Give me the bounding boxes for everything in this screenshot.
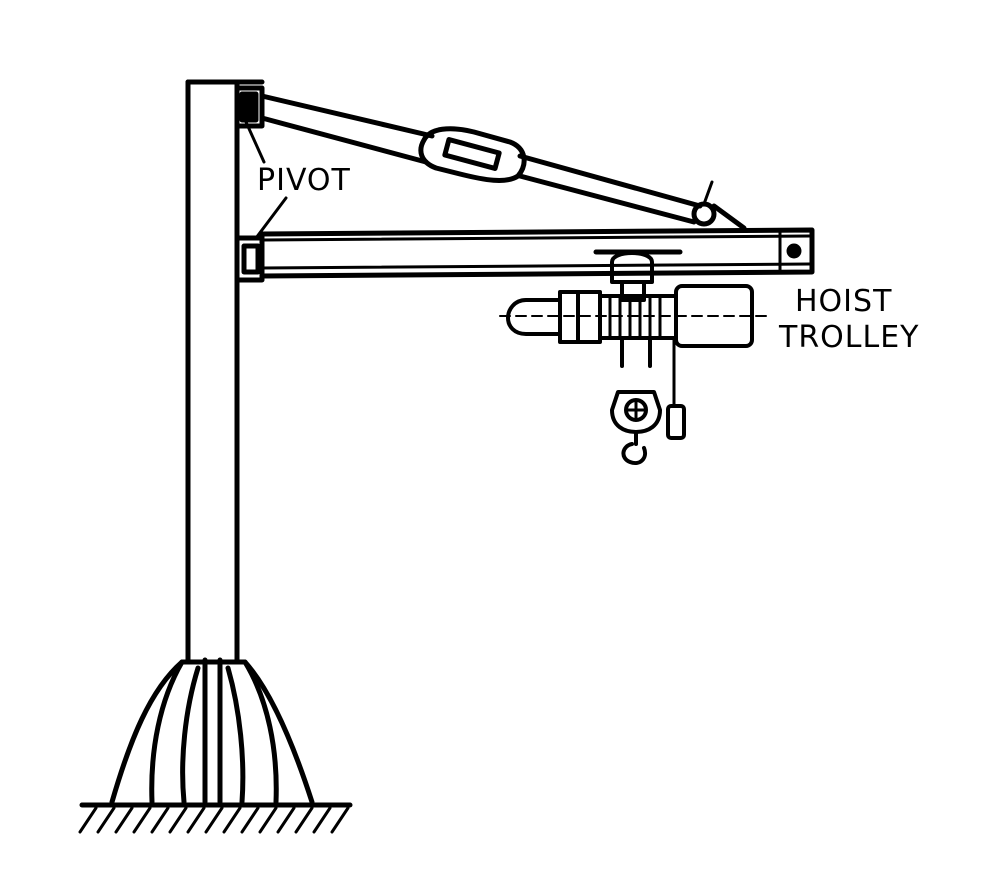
hoist-label: HOIST <box>795 284 893 319</box>
pivot-leader-lower <box>254 196 288 240</box>
pivot-leader-upper <box>244 120 266 164</box>
mast-base <box>109 657 315 805</box>
mast <box>185 79 265 665</box>
pivot-label: PIVOT <box>257 163 351 198</box>
ground <box>78 802 353 834</box>
hoist-trolley <box>499 249 771 408</box>
upper-pivot-bracket <box>234 85 265 129</box>
trolley-label: TROLLEY <box>779 320 920 355</box>
tie-rod <box>259 93 747 231</box>
jib-beam <box>259 227 815 279</box>
hook-block <box>610 390 686 465</box>
